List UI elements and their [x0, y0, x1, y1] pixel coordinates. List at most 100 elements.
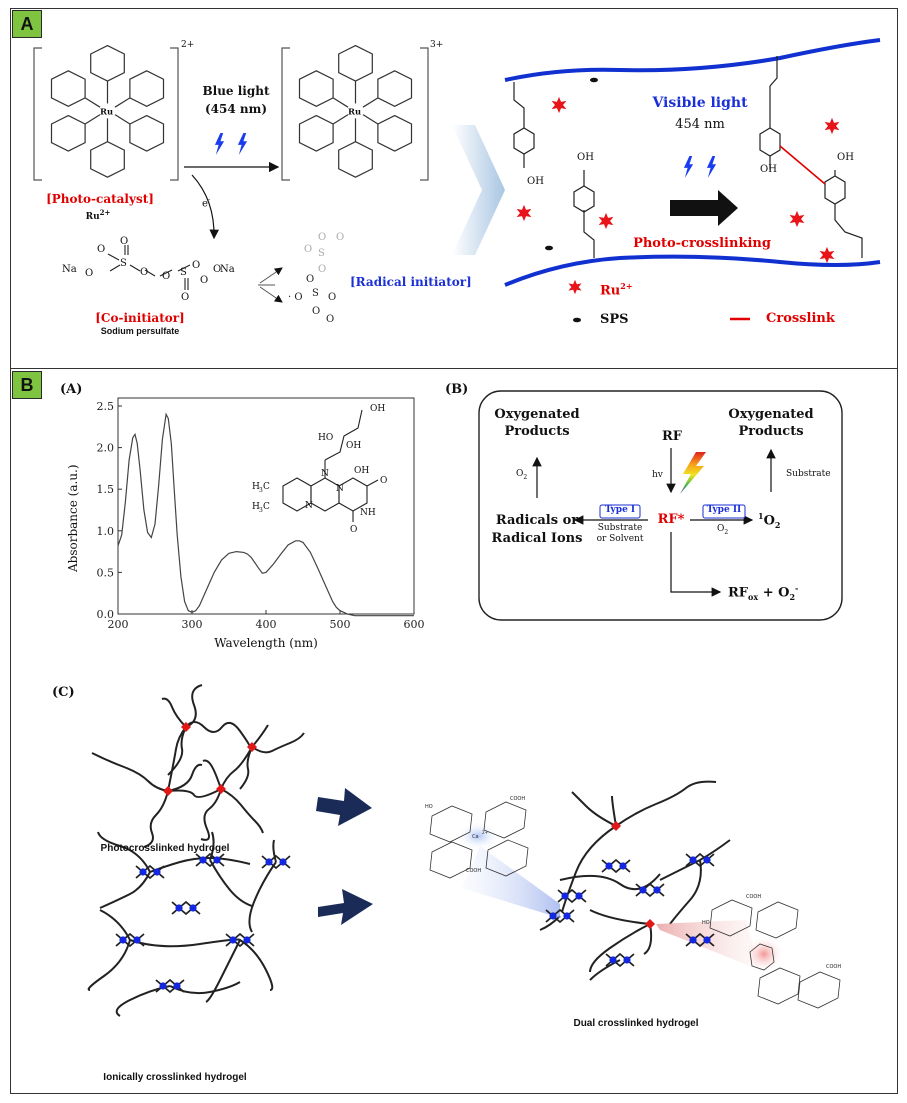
visible-light-nm: 454 nm	[675, 117, 725, 132]
electron-label: e-	[202, 196, 211, 210]
hv-label: hv	[652, 470, 663, 480]
blue-light-label: Blue light	[202, 84, 270, 98]
oh-left-2: OH	[577, 152, 594, 163]
svg-text:O: O	[306, 274, 314, 285]
charge-3plus: 3+	[430, 40, 444, 50]
svg-text:H: H	[252, 482, 260, 492]
subpanel-c-label: (C)	[52, 685, 75, 700]
ru-label: Ru2+	[85, 208, 111, 222]
svg-text:· O: · O	[288, 292, 303, 303]
o2-mid: O2	[717, 524, 729, 536]
svg-text:N: N	[321, 469, 329, 479]
subpanel-b-label: (B)	[445, 382, 469, 397]
o2-left: O2	[516, 469, 528, 481]
rf-ox-products: RFox + O2-	[728, 583, 799, 602]
svg-text:O: O	[318, 232, 326, 243]
singlet-oxygen: 1O2	[758, 511, 781, 530]
mol-ho: HO	[318, 433, 333, 443]
calcium-ion-bead	[243, 936, 251, 944]
calcium-ion-bead	[549, 912, 557, 920]
svg-text:OH: OH	[346, 441, 361, 451]
svg-text:N: N	[336, 484, 344, 494]
calcium-ion-bead	[689, 936, 697, 944]
calcium-ion-bead	[133, 936, 141, 944]
calcium-ion-bead	[229, 936, 237, 944]
visible-light-label: Visible light	[652, 95, 748, 111]
calcium-ion-bead	[563, 912, 571, 920]
type2-label: Type II	[706, 505, 742, 515]
calcium-ion-bead	[609, 956, 617, 964]
blue-light-wavelength: (454 nm)	[204, 102, 268, 116]
svg-text:COOH: COOH	[510, 796, 525, 802]
svg-text:O: O	[336, 232, 344, 243]
absorbance-series-line	[117, 412, 414, 617]
svg-text:O: O	[85, 268, 93, 279]
svg-text:C: C	[263, 482, 270, 492]
calcium-ion-bead	[159, 982, 167, 990]
svg-text:O: O	[181, 292, 189, 303]
calcium-ion-bead	[279, 858, 287, 866]
x-tick-label: 600	[404, 618, 425, 631]
calcium-ion-bead	[153, 868, 161, 876]
svg-text:S: S	[180, 267, 187, 278]
svg-text:O: O	[312, 306, 320, 317]
svg-text:N: N	[305, 501, 313, 511]
svg-text:COOH: COOH	[746, 894, 761, 900]
substrate-solvent-2: or Solvent	[596, 534, 644, 544]
svg-text:O: O	[318, 264, 326, 275]
calcium-ion-bead	[605, 862, 613, 870]
svg-text:O: O	[326, 314, 334, 325]
calcium-ion-bead	[265, 858, 273, 866]
rf-label: RF	[661, 429, 683, 444]
svg-text:HO: HO	[425, 804, 433, 810]
svg-text:O: O	[213, 264, 221, 275]
legend-crosslink: Crosslink	[766, 311, 835, 326]
substrate-solvent-1: Substrate	[597, 523, 643, 533]
calcium-ion-bead	[623, 956, 631, 964]
svg-text:S: S	[312, 288, 319, 299]
figure-frame	[10, 8, 898, 1094]
panel-b-badge: B	[12, 371, 42, 399]
calcium-ion-bead	[189, 904, 197, 912]
svg-text:O: O	[304, 244, 312, 255]
svg-text:H: H	[252, 502, 260, 512]
svg-text:O: O	[162, 271, 170, 282]
svg-text:O: O	[120, 236, 128, 247]
photocrosslinked-hydrogel-label: Photocrosslinked hydrogel	[100, 843, 230, 854]
oxy-right-2: Products	[738, 424, 804, 439]
svg-text:OH: OH	[354, 466, 369, 476]
chart-xlabel: Wavelength (nm)	[214, 636, 318, 650]
radicals-2: Radical Ions	[491, 531, 583, 546]
svg-text:HO: HO	[702, 920, 710, 926]
calcium-ion-bead	[199, 856, 207, 864]
x-tick-label: 300	[182, 618, 203, 631]
y-tick-label: 2.5	[97, 400, 115, 413]
radical-initiator-label: [Radical initiator]	[350, 275, 472, 289]
rf-star-label: RF*	[657, 512, 685, 527]
calcium-ion-bead	[689, 856, 697, 864]
calcium-ion-bead	[213, 856, 221, 864]
svg-text:O: O	[97, 244, 105, 255]
calcium-ion-bead	[139, 868, 147, 876]
sodium-persulfate-label: Sodium persulfate	[100, 326, 180, 336]
section-divider	[10, 368, 898, 369]
oxy-left-2: Products	[504, 424, 570, 439]
mol-oh-1: OH	[370, 404, 385, 414]
calcium-ion-bead	[703, 936, 711, 944]
panel-a-badge: A	[12, 10, 42, 38]
y-tick-label: 0.5	[97, 566, 115, 579]
legend-sps: SPS	[600, 312, 629, 327]
calcium-ion-bead	[703, 856, 711, 864]
x-tick-label: 500	[330, 618, 351, 631]
y-tick-label: 1.0	[97, 525, 115, 538]
substrate-label: Substrate	[786, 469, 831, 479]
calcium-ion-bead	[561, 892, 569, 900]
y-tick-label: 2.0	[97, 442, 115, 455]
svg-text:S: S	[120, 258, 127, 269]
radicals-1: Radicals or	[495, 513, 579, 528]
x-tick-label: 400	[256, 618, 277, 631]
